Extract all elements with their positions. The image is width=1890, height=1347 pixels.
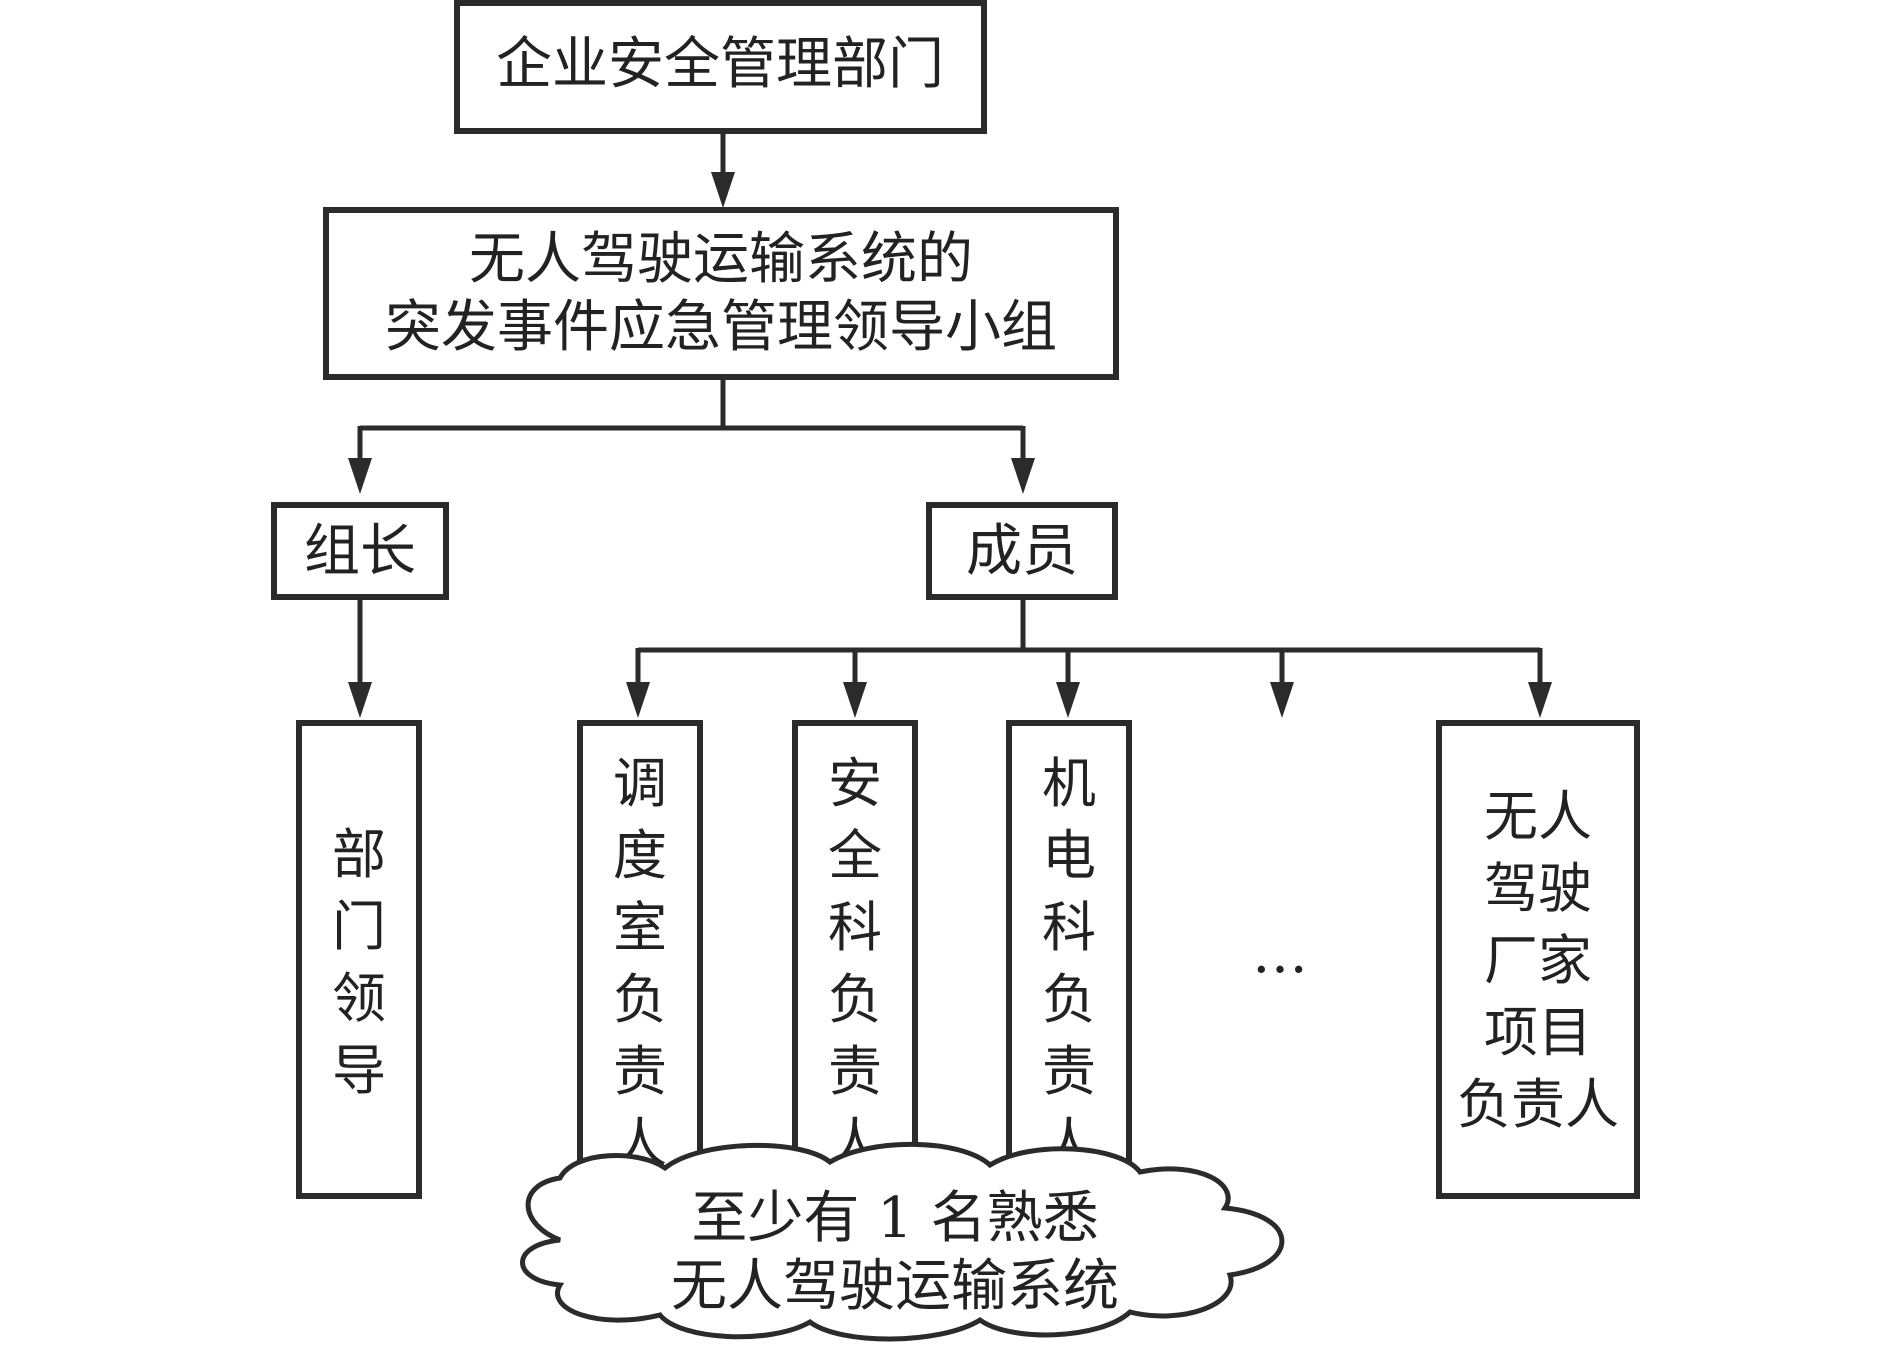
arrow-to-members: [1011, 458, 1035, 494]
mech-char: 负: [1042, 968, 1096, 1031]
mech-char: 责: [1042, 1040, 1096, 1103]
group-box: [323, 207, 1119, 380]
cloud-line2: 无人驾驶运输系统: [671, 1254, 1119, 1319]
members-box: [926, 502, 1118, 600]
dispatch-head-box: [577, 720, 703, 1199]
mech-char: 科: [1042, 896, 1096, 959]
dispatch-char: 室: [613, 896, 667, 959]
dept-leader-char: 部: [332, 823, 386, 886]
cloud-line1: 至少有 1 名熟悉: [691, 1186, 1098, 1251]
safety-char: 安: [828, 752, 882, 815]
dept-leader-char: 领: [332, 967, 386, 1030]
arrow-to-mech: [1056, 682, 1080, 718]
ellipsis-label: …: [1252, 921, 1308, 986]
mech-char: 机: [1042, 752, 1096, 815]
top-box: [454, 0, 987, 134]
dept-leader-char: 门: [332, 895, 386, 958]
connectors: [348, 130, 1552, 718]
mech-head-text: 机 电 科 负 责 人: [1042, 752, 1096, 1175]
vendor-line: 无人: [1484, 785, 1592, 848]
safety-char: 负: [828, 968, 882, 1031]
safety-char: 全: [828, 824, 882, 887]
members-box-label: 成员: [966, 519, 1078, 584]
dept-leader-char: 导: [332, 1039, 386, 1102]
safety-char: 责: [828, 1040, 882, 1103]
safety-char: 科: [828, 896, 882, 959]
leader-box: [271, 502, 449, 600]
arrow-to-dispatch: [626, 682, 650, 718]
dispatch-char: 责: [613, 1040, 667, 1103]
vendor-line: 项目: [1484, 1001, 1592, 1064]
arrow-to-vendor: [1528, 682, 1552, 718]
vendor-head-text: 无人 驾驶 厂家 项目 负责人: [1457, 785, 1619, 1136]
dispatch-char: 度: [613, 824, 667, 887]
arrow-to-leader: [348, 458, 372, 494]
top-box-label: 企业安全管理部门: [496, 32, 944, 97]
dispatch-char: 负: [613, 968, 667, 1031]
dept-leader-text: 部 门 领 导: [332, 823, 386, 1102]
group-box-line1: 无人驾驶运输系统的: [469, 227, 973, 292]
mech-head-box: [1006, 720, 1132, 1199]
dept-leader-box: [296, 720, 422, 1199]
vendor-head-box: [1436, 720, 1640, 1199]
vendor-line: 厂家: [1484, 929, 1592, 992]
cloud-shape: [520, 1141, 1285, 1342]
vendor-line: 负责人: [1457, 1073, 1619, 1136]
mech-char: 电: [1042, 824, 1096, 887]
vendor-line: 驾驶: [1484, 857, 1592, 920]
dispatch-char: 调: [613, 752, 667, 815]
arrow-to-safety: [843, 682, 867, 718]
safety-head-box: [792, 720, 918, 1199]
arrow-to-dept-leader: [348, 682, 372, 718]
group-box-line2: 突发事件应急管理领导小组: [385, 295, 1057, 360]
leader-box-label: 组长: [304, 519, 416, 584]
arrow-to-group: [711, 172, 735, 208]
arrow-to-ellipsis: [1270, 682, 1294, 718]
cloud-note: 至少有 1 名熟悉 无人驾驶运输系统: [520, 1141, 1285, 1342]
